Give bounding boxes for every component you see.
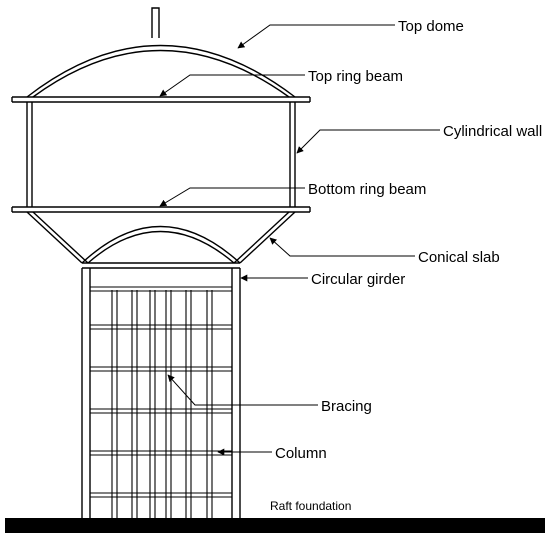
raft-foundation (5, 518, 545, 533)
leader-lines (159, 24, 440, 456)
cylindrical-wall (26, 102, 296, 207)
top-ring-beam (11, 96, 311, 103)
label-column: Column (275, 445, 327, 462)
circular-girder (82, 262, 240, 269)
label-top-ring-beam: Top ring beam (308, 68, 403, 85)
label-raft-foundation: Raft foundation (270, 499, 351, 513)
label-cylindrical-wall: Cylindrical wall (443, 123, 542, 140)
columns (81, 268, 241, 518)
conical-slab (26, 211, 296, 264)
label-bottom-ring-beam: Bottom ring beam (308, 181, 426, 198)
bracing-beams (90, 286, 232, 498)
bottom-dome (81, 225, 241, 264)
label-bracing: Bracing (321, 398, 372, 415)
label-top-dome: Top dome (398, 18, 464, 35)
label-conical-slab: Conical slab (418, 249, 500, 266)
label-circular-girder: Circular girder (311, 271, 405, 288)
top-dome (26, 7, 296, 98)
bottom-ring-beam (11, 206, 311, 213)
